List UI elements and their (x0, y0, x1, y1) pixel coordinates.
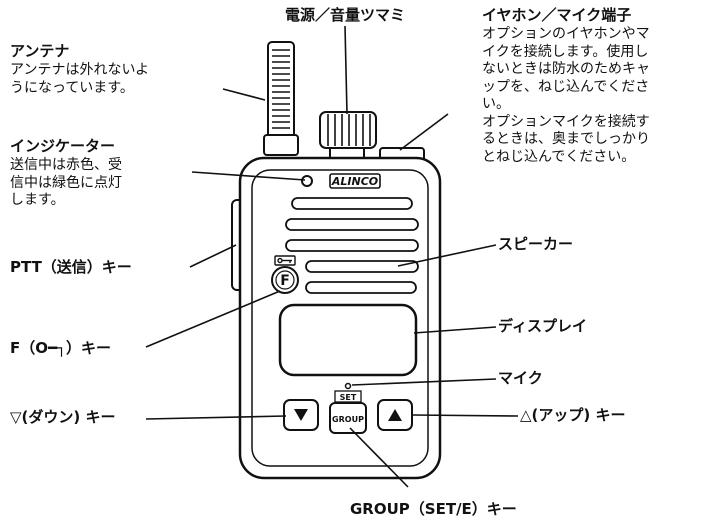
mic-hole (344, 382, 352, 390)
display-label: ディスプレイ (498, 317, 587, 335)
up-button (377, 399, 413, 431)
down-key-label: ▽(ダウン) キー (10, 408, 116, 426)
group-key-label: GROUP（SET/E）キー (350, 500, 517, 518)
indicator-desc: 送信中は赤色、受 信中は緑色に点灯 します。 (10, 157, 122, 208)
f-button-label: F (280, 273, 290, 289)
ptt-key-label: PTT（送信）キー (10, 258, 132, 276)
leader-lines (145, 25, 519, 488)
knob-label: 電源／音量ツマミ (285, 6, 406, 24)
antenna-desc: アンテナは外れないよ うになっています。 (10, 62, 150, 96)
indicator-title: インジケーター (10, 137, 116, 155)
key-lock-icon (274, 255, 296, 266)
up-key-label: △(アップ) キー (520, 406, 626, 424)
down-button (283, 399, 319, 431)
jack-desc: オプションのイヤホンやマ イクを接続します。使用し ないときは防水のためキャ ッ… (482, 26, 650, 165)
f-button: F (271, 266, 299, 294)
group-button: GROUP (329, 402, 367, 434)
speaker-grille (285, 197, 419, 294)
display (278, 303, 418, 377)
group-button-label: GROUP (332, 415, 364, 424)
antenna-title: アンテナ (10, 42, 70, 60)
antenna (263, 41, 299, 156)
brand-plate (329, 173, 381, 189)
mic-label: マイク (498, 369, 543, 387)
f-key-label: F（O━┐）キー (10, 339, 112, 357)
jack-title: イヤホン／マイク端子 (482, 6, 632, 24)
indicator-led (301, 175, 313, 187)
brand-logo: ALINCO (331, 175, 378, 188)
volume-knob (319, 111, 377, 164)
set-label: SET (340, 393, 357, 402)
speaker-label: スピーカー (498, 235, 574, 253)
